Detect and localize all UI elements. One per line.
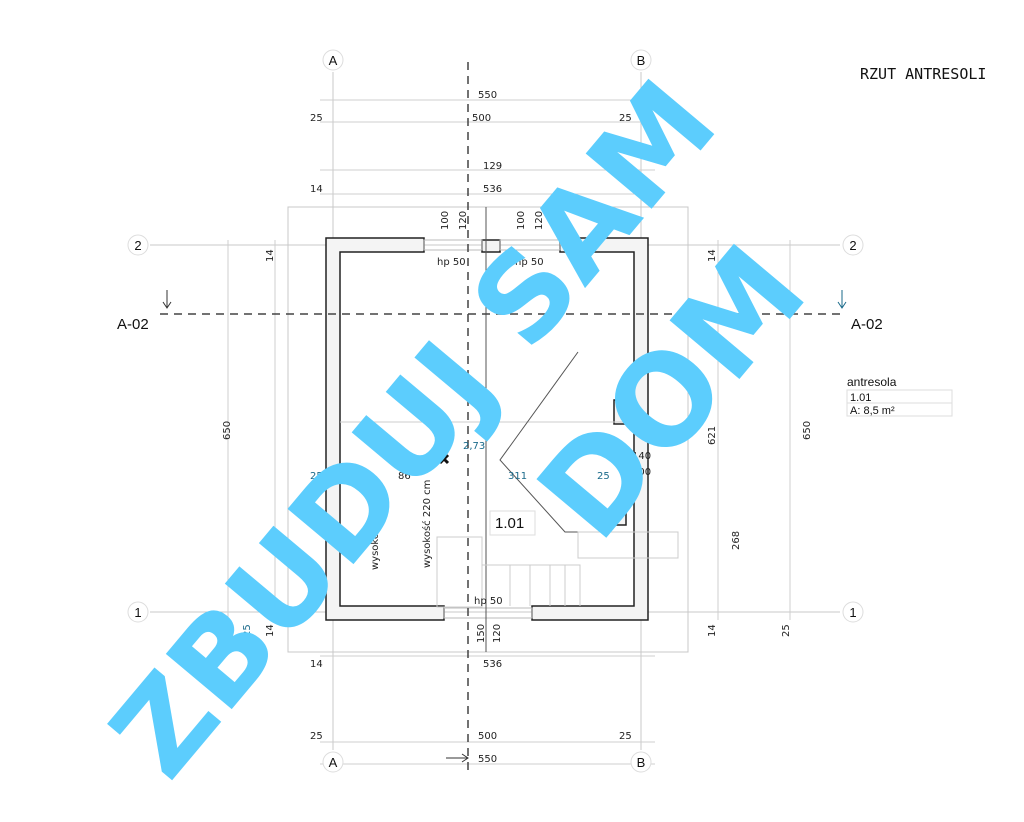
grid-label-a-bottom: A bbox=[329, 755, 338, 770]
roof-outline bbox=[287, 206, 689, 653]
dimension-lines bbox=[227, 99, 791, 765]
level-marker-icon bbox=[438, 453, 450, 465]
dimension-label: 120 bbox=[492, 624, 503, 643]
dimension-label: 536 bbox=[483, 184, 502, 195]
room-tag-number: 1.01 bbox=[495, 515, 524, 532]
dimension-label: 25 bbox=[310, 113, 323, 124]
dimension-label: 311 bbox=[508, 471, 527, 482]
dimension-label: 25 bbox=[619, 113, 632, 124]
windows bbox=[423, 239, 561, 619]
section-label-right: A-02 bbox=[851, 316, 883, 333]
dimension-label: hp 50 bbox=[515, 257, 544, 268]
grid-bubbles bbox=[127, 49, 864, 773]
dimension-label: 25 bbox=[597, 471, 610, 482]
dimension-label: 129 bbox=[483, 161, 502, 172]
dimension-label: 120 bbox=[458, 211, 469, 230]
drawing-title: RZUT ANTRESOLI bbox=[860, 65, 986, 83]
dimension-label: 25 bbox=[242, 624, 253, 637]
dimension-label: 650 bbox=[802, 421, 813, 440]
dimension-label: 550 bbox=[478, 754, 497, 765]
dimension-label: 550 bbox=[478, 90, 497, 101]
dimension-label: 200 bbox=[632, 467, 651, 478]
room-area: A: 8,5 m² bbox=[850, 405, 895, 417]
grid-label-b-top: B bbox=[637, 53, 646, 68]
dimension-label: wysokość 220 cm bbox=[421, 480, 433, 568]
room-tag bbox=[489, 510, 536, 536]
dimension-label: 150 bbox=[476, 624, 487, 643]
dimension-label: 14 bbox=[707, 249, 718, 262]
walls bbox=[325, 237, 649, 621]
dimension-label: 25 bbox=[310, 471, 323, 482]
dimension-label: 120 bbox=[534, 211, 545, 230]
dimension-label: 500 bbox=[472, 113, 491, 124]
grid-label-1-left: 1 bbox=[134, 605, 141, 620]
room-name: antresola bbox=[847, 375, 897, 389]
dimension-labels: 550 25 500 25 129 14 536 100 120 100 120… bbox=[222, 90, 813, 765]
direction-arrow-icon bbox=[446, 753, 469, 763]
dimension-label: 140 bbox=[632, 451, 651, 462]
dimension-label: 2,73 bbox=[463, 441, 485, 452]
section-label-left: A-02 bbox=[117, 316, 149, 333]
dimension-label: 86 bbox=[398, 471, 411, 482]
grid-label-2-right: 2 bbox=[849, 238, 856, 253]
grid-label-1-right: 1 bbox=[849, 605, 856, 620]
section-arrow-left-icon bbox=[162, 290, 172, 309]
dimension-label: 621 bbox=[707, 426, 718, 445]
dimension-label: 14 bbox=[310, 659, 323, 670]
grid-label-a-top: A bbox=[329, 53, 338, 68]
dimension-label: 14 bbox=[265, 249, 276, 262]
dimension-label: 25 bbox=[619, 731, 632, 742]
dimension-label: wysokość 140 cm bbox=[369, 482, 381, 570]
section-arrow-right-icon bbox=[837, 290, 847, 309]
dimension-label: 500 bbox=[478, 731, 497, 742]
dimension-label: 536 bbox=[483, 659, 502, 670]
dimension-label: 25 bbox=[310, 731, 323, 742]
dimension-label: 14 bbox=[310, 184, 323, 195]
dimension-label: 650 bbox=[222, 421, 233, 440]
dimension-label: 65 bbox=[354, 471, 367, 482]
room-schedule: antresola 1.01 A: 8,5 m² bbox=[846, 375, 953, 417]
dimension-label: 268 bbox=[731, 531, 742, 550]
dimension-label: 14 bbox=[265, 624, 276, 637]
grid-label-2-left: 2 bbox=[134, 238, 141, 253]
room-number: 1.01 bbox=[850, 392, 871, 404]
dimension-label: 100 bbox=[516, 211, 527, 230]
stairs bbox=[436, 531, 679, 608]
dimension-label: 100 bbox=[440, 211, 451, 230]
dimension-label: 14 bbox=[707, 624, 718, 637]
dimension-label: hp 50 bbox=[474, 596, 503, 607]
dimension-label: hp 50 bbox=[437, 257, 466, 268]
grid-label-b-bottom: B bbox=[637, 755, 646, 770]
dimension-label: 25 bbox=[781, 624, 792, 637]
